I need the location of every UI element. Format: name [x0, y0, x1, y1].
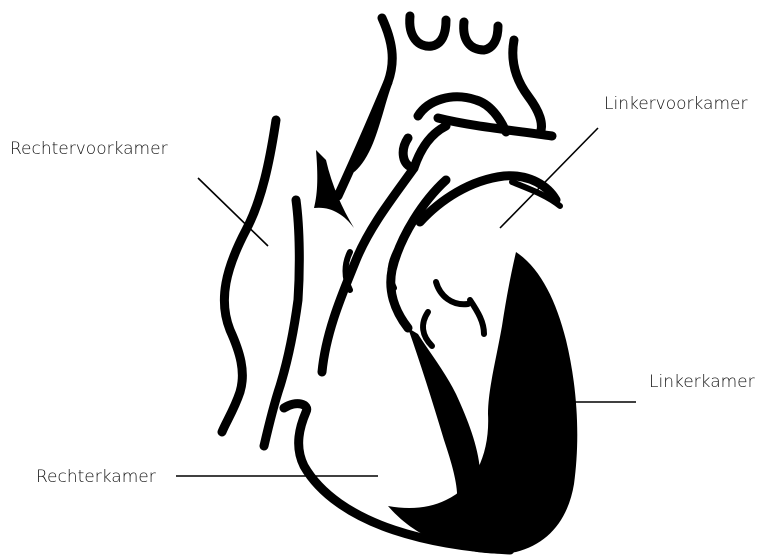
labels: Rechtervoorkamer Linkervoorkamer Linkerk… — [10, 94, 755, 487]
aorta-outer — [338, 82, 388, 196]
aortic-branch-3 — [464, 22, 498, 50]
valve-leaflet-5 — [470, 300, 484, 334]
valve-leaflet-4 — [423, 312, 432, 346]
superior-vena-cava — [222, 120, 276, 432]
valve-leaflet-3 — [436, 282, 468, 304]
label-rechtervoorkamer: Rechtervoorkamer — [10, 139, 168, 159]
aortic-branch-4 — [513, 40, 542, 134]
ventricular-septum — [408, 328, 480, 510]
aortic-branch-2 — [410, 16, 446, 46]
vessel-wedge — [314, 150, 354, 228]
pulmonary-trunk — [403, 126, 446, 168]
label-linkervoorkamer: Linkervoorkamer — [604, 94, 747, 114]
heart-illustration — [222, 16, 577, 554]
label-linkerkamer: Linkerkamer — [649, 372, 755, 392]
label-rechterkamer: Rechterkamer — [36, 467, 156, 487]
